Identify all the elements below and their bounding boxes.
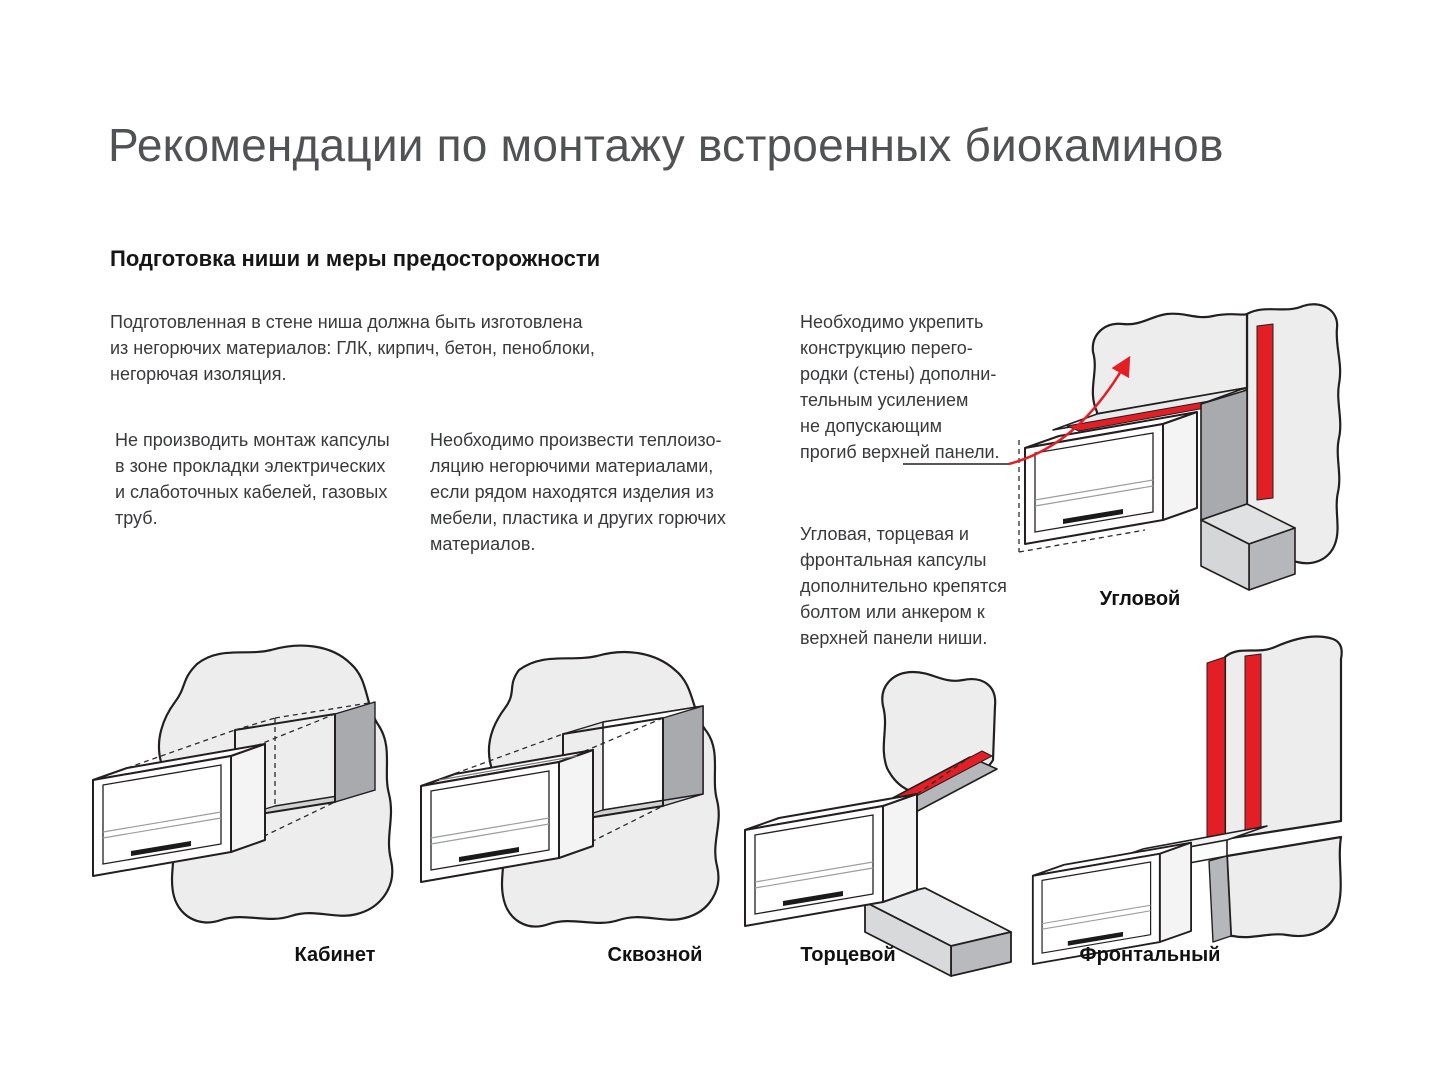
diagram-cabinet [85, 620, 415, 940]
page-title: Рекомендации по монтажу встроенных биока… [108, 119, 1224, 171]
niche-side-wall [1200, 389, 1248, 521]
niche-side-wall [662, 705, 704, 807]
reinforcement-strip-vertical [1256, 323, 1274, 501]
note-reinforce: Необходимо укрепить конструкцию перего- … [800, 312, 1000, 462]
reinforcement-strip-front [1244, 653, 1262, 832]
diagram-through [415, 628, 735, 948]
diagram-frontal [1015, 625, 1345, 970]
reinforce-pointer [903, 355, 1131, 466]
note-no-cables: Не производить монтаж капсулы в зоне про… [115, 430, 390, 528]
niche-side-wall [334, 701, 376, 803]
label-end: Торцевой [800, 944, 896, 966]
note-niche-materials: Подготовленная в стене ниша должна быть … [110, 312, 595, 384]
note-insulation: Необходимо произвести теплоизо- ляцию не… [430, 430, 726, 554]
section-title: Подготовка ниши и меры предосторожности [110, 246, 601, 271]
arrow-icon [1008, 355, 1131, 466]
note-fastening: Угловая, торцевая и фронтальная капсулы … [800, 524, 1007, 648]
corner-upper-wall [1091, 312, 1249, 416]
label-corner: Угловой [1099, 588, 1181, 610]
frontal-lower-wall [1225, 835, 1343, 939]
label-cabinet: Кабинет [294, 944, 376, 966]
niche-side-wall [1208, 855, 1232, 943]
frontal-upper-wall [1223, 635, 1343, 841]
label-frontal: Фронтальный [1079, 944, 1221, 966]
diagram-corner [995, 290, 1345, 620]
reinforcement-strip-left [1206, 656, 1226, 846]
diagram-end [735, 640, 1025, 980]
label-through: Сквозной [607, 944, 703, 966]
